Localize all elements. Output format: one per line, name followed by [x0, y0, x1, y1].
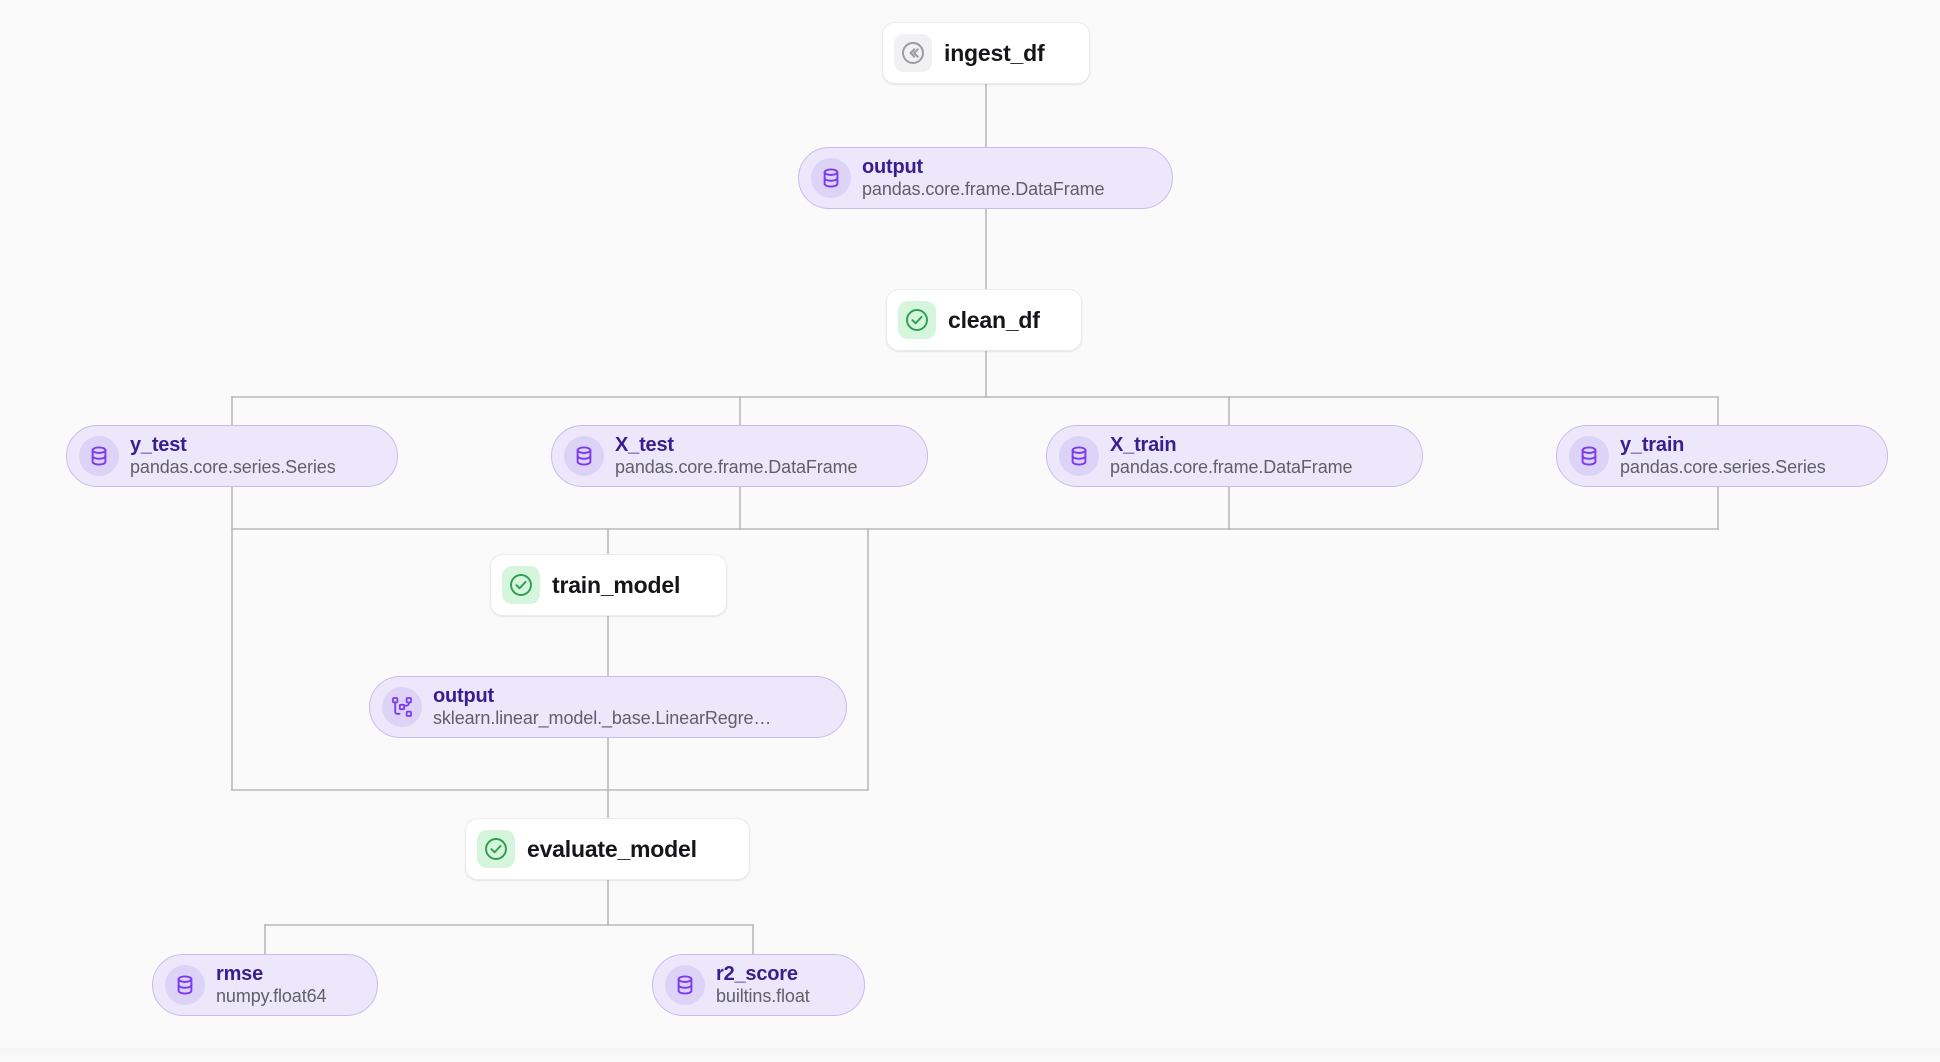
check-circle-icon — [898, 301, 936, 339]
database-icon — [1569, 436, 1609, 476]
node-rmse[interactable]: rmse numpy.float64 — [152, 954, 378, 1016]
artifact-title: output — [433, 685, 494, 707]
node-label: evaluate_model — [527, 835, 697, 862]
artifact-title: y_train — [1620, 434, 1685, 456]
artifact-subtitle: pandas.core.frame.DataFrame — [862, 179, 1105, 199]
canvas-bottom-edge — [0, 1048, 1940, 1062]
node-ingest_df[interactable]: ingest_df — [882, 22, 1090, 84]
node-train_model[interactable]: train_model — [490, 554, 727, 616]
node-clean_df[interactable]: clean_df — [886, 289, 1082, 351]
node-evaluate_model[interactable]: evaluate_model — [465, 818, 750, 880]
artifact-subtitle: pandas.core.series.Series — [1620, 457, 1826, 477]
artifact-title: r2_score — [716, 963, 798, 985]
database-icon — [665, 965, 705, 1005]
database-icon — [564, 436, 604, 476]
node-label: ingest_df — [944, 39, 1045, 66]
artifact-title: X_train — [1110, 434, 1177, 456]
artifact-text: X_train pandas.core.frame.DataFrame — [1110, 434, 1353, 478]
model-nodes-icon — [382, 687, 422, 727]
node-train_output[interactable]: output sklearn.linear_model._base.Linear… — [369, 676, 847, 738]
node-label: clean_df — [948, 306, 1040, 333]
artifact-title: y_test — [130, 434, 187, 456]
node-r2_score[interactable]: r2_score builtins.float — [652, 954, 865, 1016]
artifact-text: r2_score builtins.float — [716, 963, 810, 1007]
database-icon — [165, 965, 205, 1005]
chevrons-left-icon — [894, 34, 932, 72]
artifact-text: rmse numpy.float64 — [216, 963, 327, 1007]
artifact-text: y_train pandas.core.series.Series — [1620, 434, 1826, 478]
check-circle-icon — [502, 566, 540, 604]
artifact-title: output — [862, 156, 923, 178]
node-ingest_output[interactable]: output pandas.core.frame.DataFrame — [798, 147, 1173, 209]
artifact-text: y_test pandas.core.series.Series — [130, 434, 336, 478]
check-circle-icon — [477, 830, 515, 868]
node-label: train_model — [552, 571, 681, 598]
node-X_train[interactable]: X_train pandas.core.frame.DataFrame — [1046, 425, 1423, 487]
artifact-subtitle: pandas.core.frame.DataFrame — [615, 457, 858, 477]
artifact-title: rmse — [216, 963, 264, 985]
artifact-text: X_test pandas.core.frame.DataFrame — [615, 434, 858, 478]
artifact-subtitle: pandas.core.frame.DataFrame — [1110, 457, 1353, 477]
artifact-text: output pandas.core.frame.DataFrame — [862, 156, 1105, 200]
artifact-subtitle: builtins.float — [716, 986, 810, 1006]
artifact-text: output sklearn.linear_model._base.Linear… — [433, 685, 771, 729]
database-icon — [79, 436, 119, 476]
node-y_train[interactable]: y_train pandas.core.series.Series — [1556, 425, 1888, 487]
artifact-subtitle: pandas.core.series.Series — [130, 457, 336, 477]
database-icon — [1059, 436, 1099, 476]
artifact-title: X_test — [615, 434, 674, 456]
node-X_test[interactable]: X_test pandas.core.frame.DataFrame — [551, 425, 928, 487]
artifact-subtitle: sklearn.linear_model._base.LinearRegre… — [433, 708, 772, 728]
database-icon — [811, 158, 851, 198]
artifact-subtitle: numpy.float64 — [216, 986, 327, 1006]
node-y_test[interactable]: y_test pandas.core.series.Series — [66, 425, 398, 487]
